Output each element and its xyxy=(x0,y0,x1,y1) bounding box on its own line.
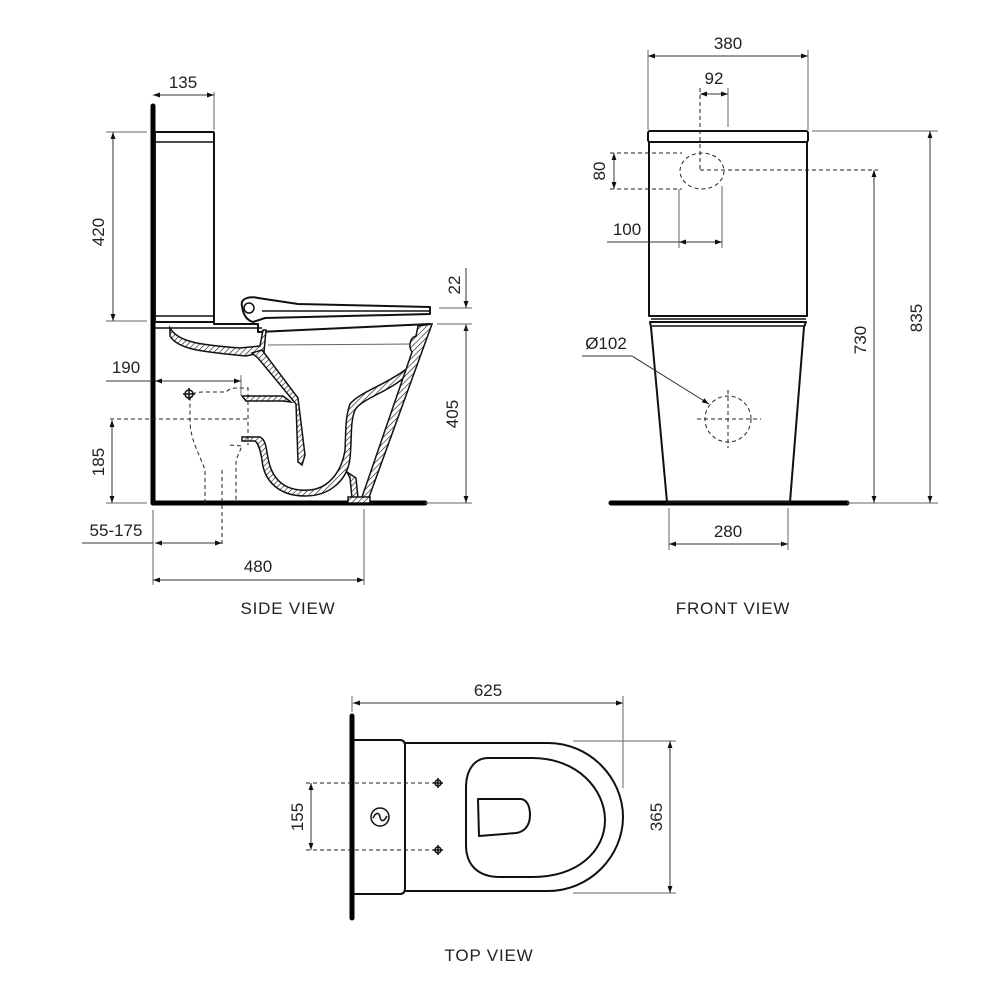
pan-section xyxy=(169,323,434,504)
dim-overall-width: 365 xyxy=(573,740,676,894)
dim-seat-thickness: 22 xyxy=(439,268,472,340)
front-view: 380 92 80 100 Ø102 730 xyxy=(582,34,938,618)
dim-label-22: 22 xyxy=(445,276,464,295)
pan-front xyxy=(649,321,807,503)
seat-side xyxy=(240,296,431,323)
dim-tank-width: 380 xyxy=(647,34,809,130)
dim-bowl-height: 405 xyxy=(425,323,472,504)
cistern-top xyxy=(353,739,406,895)
dim-label-380: 380 xyxy=(714,34,742,53)
flush-button-dashed xyxy=(610,88,878,190)
dim-inlet-diameter: Ø102 xyxy=(582,334,710,405)
outlet-dashed xyxy=(110,387,250,545)
dim-button-height-floor: 730 xyxy=(851,170,877,503)
fixing-points xyxy=(306,778,443,855)
dim-label-420: 420 xyxy=(89,218,108,246)
dim-overall-length: 625 xyxy=(351,681,624,788)
dim-button-width: 100 xyxy=(607,186,723,248)
dim-label-185: 185 xyxy=(89,448,108,476)
seat-opening xyxy=(465,757,606,878)
cistern-front xyxy=(647,130,809,320)
dim-inlet-offset: 190 xyxy=(106,358,242,395)
dim-button-offset: 92 xyxy=(700,69,729,127)
dim-label-92: 92 xyxy=(705,69,724,88)
cistern-side xyxy=(154,131,215,323)
dim-label-100: 100 xyxy=(613,220,641,239)
dim-base-width: 280 xyxy=(668,508,789,550)
dim-button-height: 80 xyxy=(590,153,617,189)
dim-label-480: 480 xyxy=(244,557,272,576)
dim-label-625: 625 xyxy=(474,681,502,700)
dim-label-55-175: 55-175 xyxy=(90,521,143,540)
dim-tank-depth: 135 xyxy=(153,73,215,130)
dim-overall-depth: 480 xyxy=(153,509,365,585)
dim-outlet-height: 185 xyxy=(89,420,147,504)
dim-label-730: 730 xyxy=(851,326,870,354)
side-view-title: SIDE VIEW xyxy=(240,599,335,618)
top-view-title: TOP VIEW xyxy=(445,946,534,965)
dim-outlet-setout: 55-175 xyxy=(82,510,222,585)
pan-top xyxy=(404,742,624,892)
dim-overall-height: 835 xyxy=(812,130,938,504)
dim-label-405: 405 xyxy=(443,400,462,428)
inlet-dashed xyxy=(697,390,761,448)
dim-label-135: 135 xyxy=(169,73,197,92)
dim-label-102: Ø102 xyxy=(585,334,627,353)
dim-label-280: 280 xyxy=(714,522,742,541)
dim-label-80: 80 xyxy=(590,162,609,181)
dim-tank-height: 420 xyxy=(89,131,147,322)
dim-label-190: 190 xyxy=(112,358,140,377)
front-view-title: FRONT VIEW xyxy=(676,599,790,618)
dim-label-155: 155 xyxy=(288,803,307,831)
top-view: 625 155 365 TOP VIEW xyxy=(288,681,676,965)
dim-label-835: 835 xyxy=(907,304,926,332)
dim-label-365: 365 xyxy=(647,803,666,831)
side-view: 135 420 22 405 190 xyxy=(82,73,472,618)
trapway-top xyxy=(477,798,531,837)
dim-fixing-spacing: 155 xyxy=(288,783,314,850)
flush-symbol-icon xyxy=(370,807,390,827)
